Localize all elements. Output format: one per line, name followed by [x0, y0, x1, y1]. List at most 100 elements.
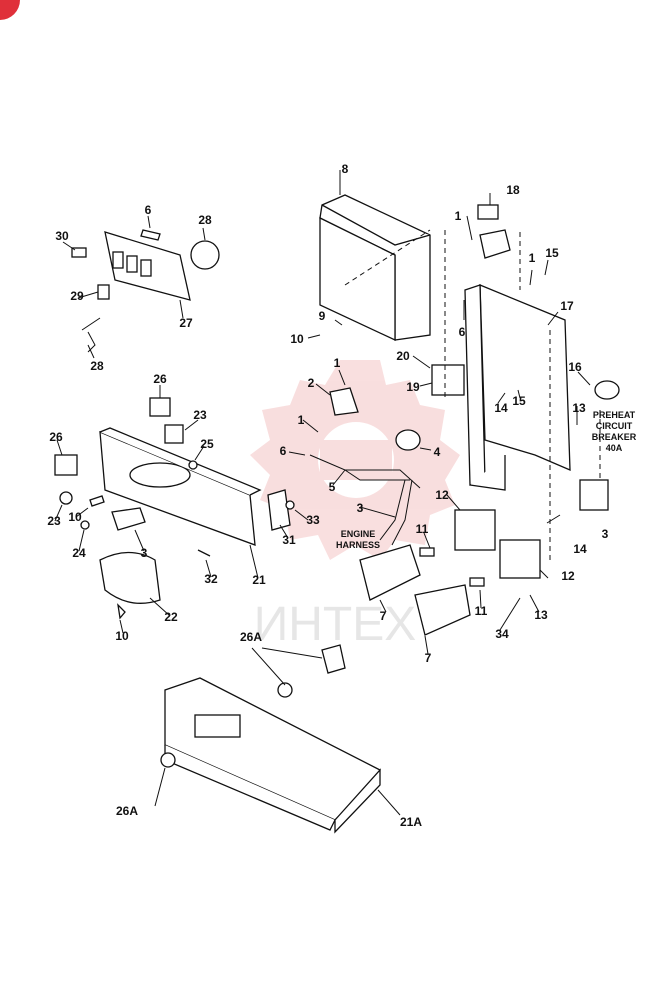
callout-34: 34: [495, 627, 509, 641]
enclosure-box-8: [319, 194, 431, 342]
callout-14: 14: [573, 542, 587, 556]
switch-26-top: [149, 397, 171, 417]
callout-23: 23: [193, 408, 207, 422]
callout-21: 21: [252, 573, 266, 587]
nut-23-left: [59, 491, 73, 505]
callout-7: 7: [380, 609, 387, 623]
callout-10: 10: [290, 332, 304, 346]
clip-11a: [419, 547, 435, 557]
callout-11: 11: [475, 604, 488, 618]
engine-harness-label: ENGINE: [341, 529, 376, 539]
grommet-4: [395, 429, 421, 451]
callout-31: 31: [282, 533, 296, 547]
callout-13: 13: [572, 401, 586, 415]
corner-badge: [0, 0, 20, 20]
clamp-2: [329, 387, 359, 416]
preheat-breaker-label: CIRCUIT: [596, 421, 633, 431]
callout-27: 27: [179, 316, 193, 330]
callout-22: 22: [164, 610, 178, 624]
callout-10: 10: [115, 629, 129, 643]
callout-1: 1: [455, 209, 462, 223]
callout-7: 7: [425, 651, 432, 665]
callout-16: 16: [568, 360, 582, 374]
text-labels: ENGINE HARNESS PREHEAT CIRCUIT BREAKER 4…: [336, 410, 637, 550]
switch-panel-27: [104, 231, 191, 301]
callout-14: 14: [494, 401, 508, 415]
callout-30: 30: [55, 229, 69, 243]
cover-3-left: [111, 507, 146, 531]
front-bracket-21: [99, 427, 262, 546]
callout-6: 6: [145, 203, 152, 217]
watermark-logo: [250, 360, 460, 560]
callout-15: 15: [512, 394, 526, 408]
callout-19: 19: [406, 380, 420, 394]
callout-26: 26: [49, 430, 63, 444]
screw-10-bottom: [117, 603, 126, 620]
callout-6: 6: [280, 444, 287, 458]
callout-25: 25: [200, 437, 214, 451]
callout-3: 3: [602, 527, 609, 541]
switch-26-left: [54, 454, 78, 476]
cover-plate-22: [99, 551, 161, 604]
bracket-31: [267, 489, 291, 531]
callout-33: 33: [306, 513, 320, 527]
callout-24: 24: [72, 546, 86, 560]
callout-10: 10: [68, 510, 82, 524]
boot-cover-7b: [414, 584, 471, 636]
callout-18: 18: [506, 183, 520, 197]
preheat-circuit-breaker: [594, 380, 620, 400]
mounting-panel-17: [464, 284, 571, 491]
callout-15: 15: [545, 246, 559, 260]
callout-4: 4: [434, 445, 441, 459]
switch-23-top: [164, 424, 184, 444]
relay-12-lower: [499, 539, 541, 579]
callout-3: 3: [357, 501, 364, 515]
base-frame-21A: [164, 677, 381, 834]
ignition-switch-28: [190, 240, 220, 270]
callout-26: 26: [153, 372, 167, 386]
callout-26A: 26A: [240, 630, 262, 644]
callout-5: 5: [329, 480, 336, 494]
watermark-text: ИНТЕХ: [254, 598, 417, 651]
relay-12-upper: [454, 509, 496, 551]
callout-3: 3: [141, 546, 148, 560]
callout-1: 1: [298, 413, 305, 427]
preheat-breaker-label: BREAKER: [592, 432, 637, 442]
nut-33: [285, 500, 295, 510]
preheat-breaker-label: 40A: [606, 443, 623, 453]
nut-26A-bottom: [160, 752, 176, 768]
callout-8: 8: [342, 162, 349, 176]
callout-1: 1: [529, 251, 536, 265]
key-28: [81, 317, 101, 353]
callout-28: 28: [198, 213, 212, 227]
callout-32: 32: [204, 572, 218, 586]
callout-26A: 26A: [116, 804, 138, 818]
part-29: [97, 284, 110, 300]
part-30: [71, 247, 87, 258]
callout-23: 23: [47, 514, 61, 528]
callout-6: 6: [459, 325, 466, 339]
boot-cover-7a: [359, 544, 421, 601]
callout-12: 12: [435, 488, 449, 502]
switch-26A: [321, 644, 346, 674]
screw-10-left: [89, 495, 105, 507]
component-19: [431, 364, 465, 396]
callout-1: 1: [334, 356, 341, 370]
screw-24: [80, 520, 90, 530]
callout-11: 11: [416, 522, 429, 536]
part-6-left: [140, 229, 161, 241]
bolt-32: [197, 549, 211, 557]
callout-12: 12: [561, 569, 575, 583]
callout-13: 13: [534, 608, 548, 622]
callout-29: 29: [70, 289, 84, 303]
callout-numbers: 8 18 1 1 15 17 6 9 10 20 19 16 14 15 13 …: [47, 162, 608, 829]
callout-20: 20: [396, 349, 410, 363]
engine-harness: [379, 479, 413, 546]
cover-3-right: [579, 479, 609, 511]
callout-17: 17: [560, 299, 574, 313]
engine-harness-label: HARNESS: [336, 540, 380, 550]
callout-28: 28: [90, 359, 104, 373]
harness-5: [309, 454, 421, 489]
